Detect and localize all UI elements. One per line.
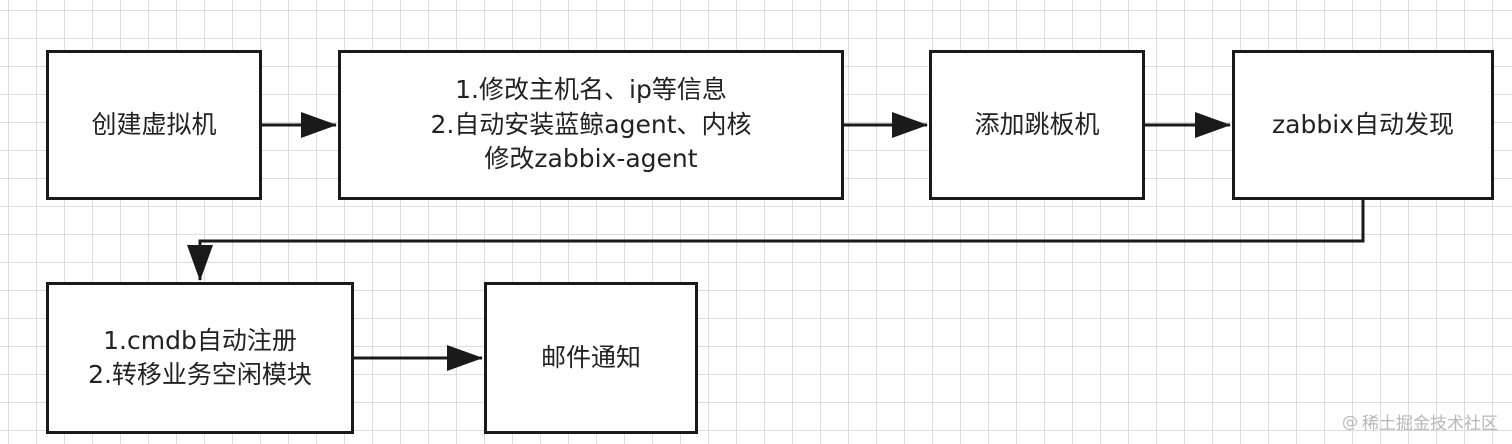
- node-create-vm-label: 创建虚拟机: [91, 109, 217, 139]
- node-modify-host-line-2: 2.自动安装蓝鲸agent、内核: [430, 109, 752, 139]
- node-modify-host-install-agent: 1.修改主机名、ip等信息 2.自动安装蓝鲸agent、内核 修改zabbix-…: [338, 50, 844, 200]
- node-cmdb-register-line-1: 1.cmdb自动注册: [103, 325, 297, 355]
- at-icon: @: [1342, 412, 1358, 431]
- watermark-text: 稀土掘金技术社区: [1362, 414, 1498, 434]
- node-email-notify: 邮件通知: [484, 282, 698, 434]
- node-zabbix-discovery-label: zabbix自动发现: [1272, 109, 1454, 139]
- node-zabbix-discovery: zabbix自动发现: [1232, 50, 1494, 200]
- node-modify-host-line-1: 1.修改主机名、ip等信息: [455, 75, 727, 105]
- watermark: @ 稀土掘金技术社区: [1342, 409, 1498, 434]
- node-add-jump-host-label: 添加跳板机: [974, 109, 1100, 139]
- node-email-notify-label: 邮件通知: [540, 342, 641, 372]
- node-modify-host-line-3: 修改zabbix-agent: [484, 144, 698, 174]
- node-add-jump-host: 添加跳板机: [929, 50, 1145, 200]
- node-cmdb-register-line-2: 2.转移业务空闲模块: [88, 360, 312, 389]
- edge-n4-n5-arrow: [187, 200, 1365, 281]
- node-create-vm: 创建虚拟机: [46, 50, 262, 200]
- node-cmdb-register: 1.cmdb自动注册 2.转移业务空闲模块: [46, 282, 354, 434]
